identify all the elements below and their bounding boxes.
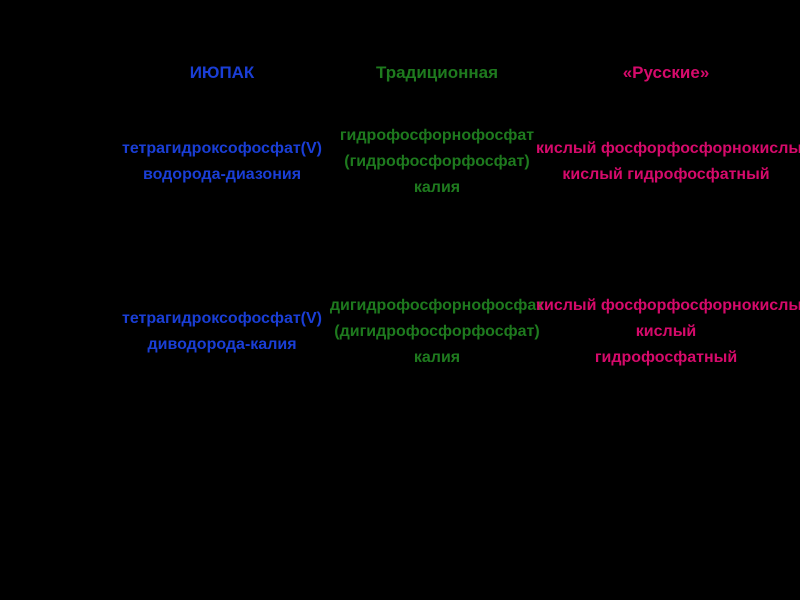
- column-header-russian: «Русские»: [566, 60, 766, 86]
- name-line: тетрагидроксофосфат(V): [121, 140, 322, 157]
- name-line: (гидрофосфорфосфат): [344, 153, 530, 170]
- name-line: калия: [413, 179, 461, 196]
- name-line: кислый гидрофосфатный: [562, 166, 770, 183]
- row-1-russian-name: кислый фосфорфосфорнокислый кислый гидро…: [536, 136, 800, 188]
- column-header-iupac-label: ИЮПАК: [189, 63, 255, 82]
- name-line: диводорода-калия: [147, 336, 297, 353]
- name-line: дигидрофосфорнофосфат: [329, 297, 545, 314]
- name-line: кислый фосфорфосфорнокислый: [536, 140, 800, 157]
- name-line: калия: [413, 349, 461, 366]
- column-header-russian-label: «Русские»: [622, 63, 710, 82]
- name-line: (дигидрофосфорфосфат): [334, 323, 540, 340]
- row-2-traditional-name: дигидрофосфорнофосфат (дигидрофосфорфосф…: [317, 293, 557, 371]
- row-2-russian-name: кислый фосфорфосфорнокислый кислый гидро…: [536, 293, 800, 371]
- row-1-traditional-name: гидрофосфорнофосфат (гидрофосфорфосфат) …: [317, 123, 557, 201]
- name-line: тетрагидроксофосфат(V): [121, 310, 322, 327]
- name-line: кислый: [635, 323, 697, 340]
- column-header-traditional-label: Традиционная: [375, 63, 498, 82]
- name-line: водорода-диазония: [142, 166, 302, 183]
- row-1-iupac-name: тетрагидроксофосфат(V) водорода-диазония: [92, 136, 352, 188]
- name-line: гидрофосфатный: [594, 349, 738, 366]
- column-header-iupac: ИЮПАК: [122, 60, 322, 86]
- column-header-traditional: Традиционная: [337, 60, 537, 86]
- name-line: гидрофосфорнофосфат: [339, 127, 535, 144]
- row-2-iupac-name: тетрагидроксофосфат(V) диводорода-калия: [92, 306, 352, 358]
- name-line: кислый фосфорфосфорнокислый: [536, 297, 800, 314]
